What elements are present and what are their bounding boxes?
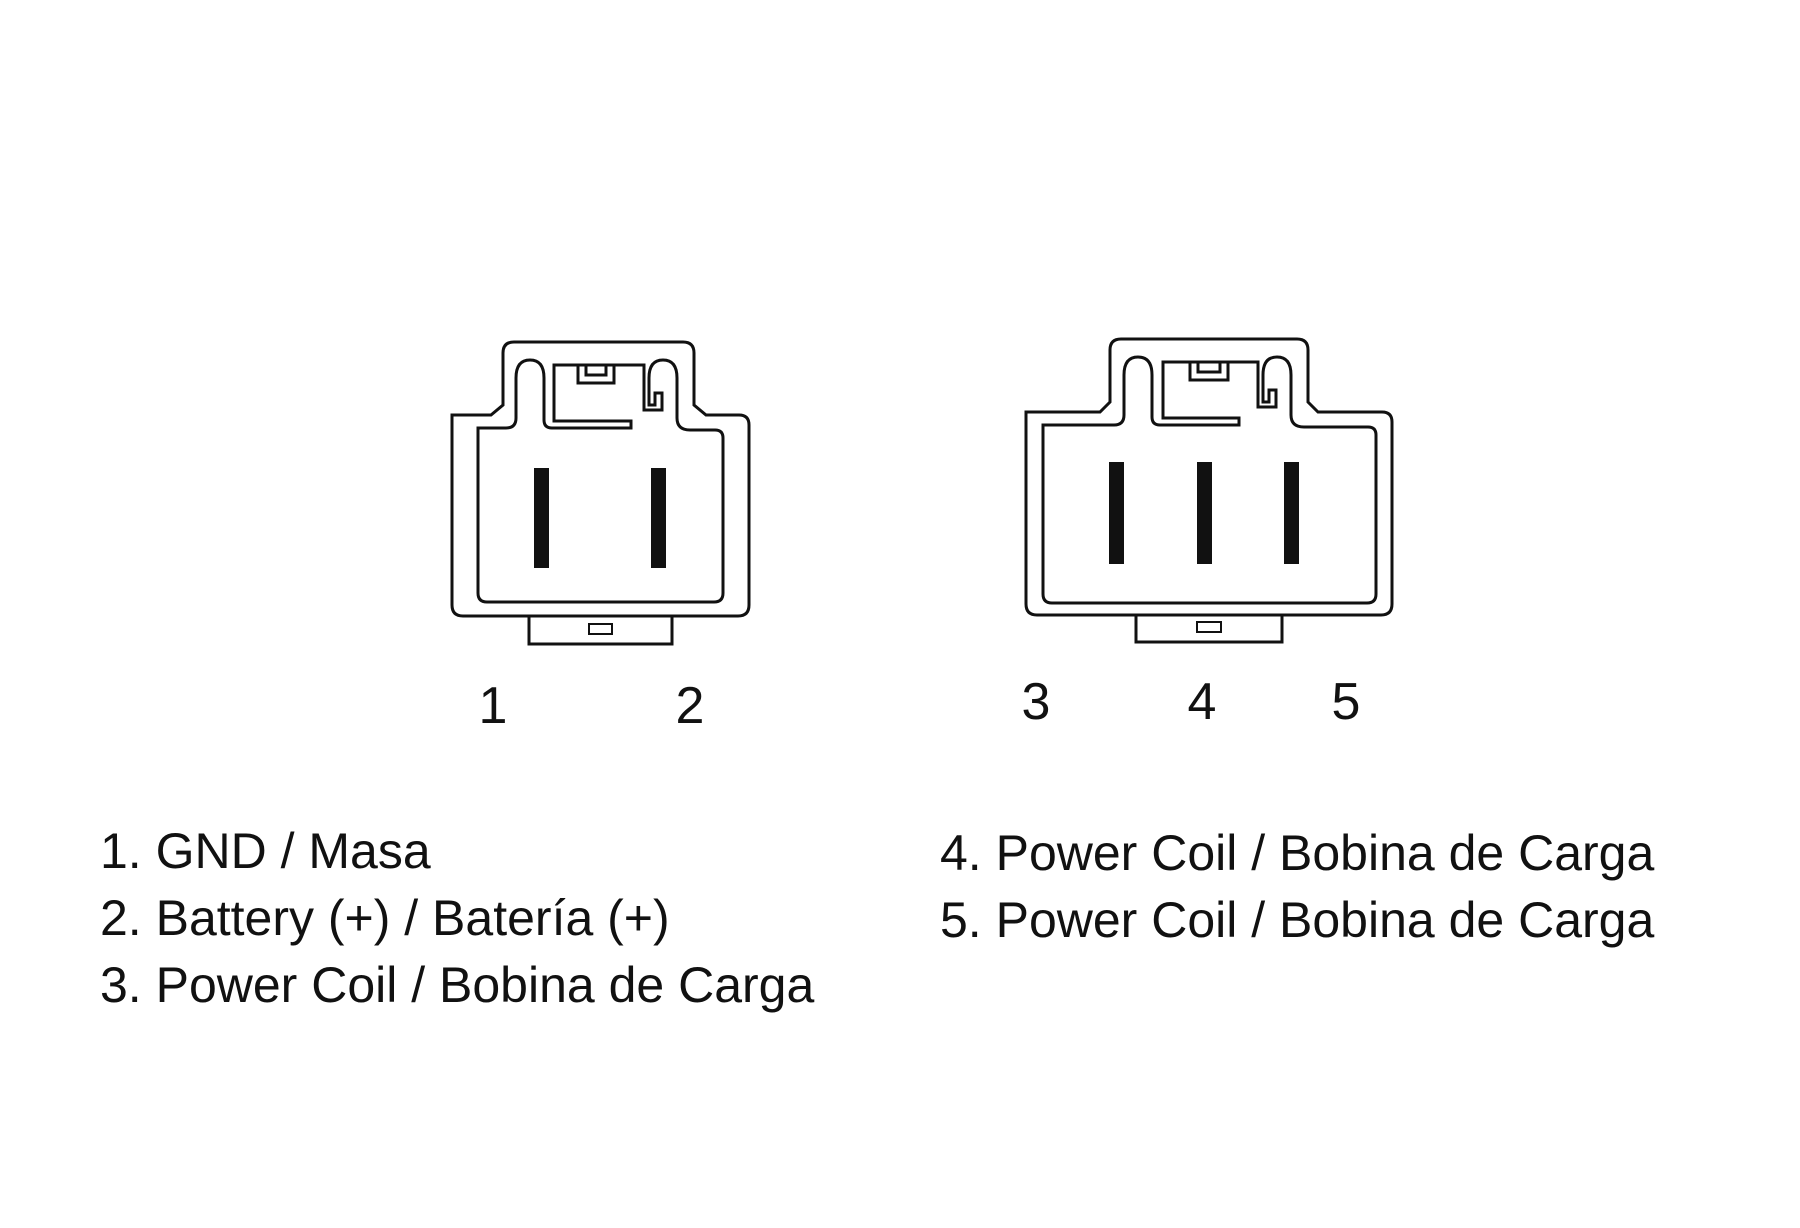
connector-3pin — [1024, 337, 1394, 644]
pin-2-terminal — [651, 468, 666, 568]
pin-label-2: 2 — [676, 677, 705, 735]
connector-2pin-tab — [527, 616, 674, 646]
pin-3-terminal — [1109, 462, 1124, 564]
connector-2pin-latch — [576, 365, 616, 385]
pin-4-terminal — [1197, 462, 1212, 564]
connector-3pin-inner — [1041, 355, 1378, 605]
legend-item-2: 2. Battery (+) / Batería (+) — [100, 890, 670, 946]
connector-3pin-outer — [1024, 337, 1394, 617]
legend-item-1: 1. GND / Masa — [100, 823, 431, 879]
legend-left: 1. GND / Masa 2. Battery (+) / Batería (… — [100, 818, 814, 1019]
connector-3pin-tab-notch — [1196, 621, 1222, 633]
pin-label-5: 5 — [1332, 673, 1361, 731]
pin-label-3: 3 — [1022, 673, 1051, 731]
legend-item-3: 3. Power Coil / Bobina de Carga — [100, 957, 815, 1013]
connector-3pin-latch — [1188, 362, 1230, 382]
connector-2pin-latch-inner — [584, 365, 608, 377]
pin-label-1: 1 — [479, 677, 508, 735]
legend-right: 4. Power Coil / Bobina de Carga 5. Power… — [940, 820, 1654, 954]
pin-1-terminal — [534, 468, 549, 568]
legend-item-5: 5. Power Coil / Bobina de Carga — [940, 892, 1655, 948]
connector-2pin — [450, 340, 751, 646]
connector-2pin-outer — [450, 340, 751, 618]
pin-label-4: 4 — [1188, 673, 1217, 731]
connector-3pin-tab — [1134, 615, 1284, 644]
pin-5-terminal — [1284, 462, 1299, 564]
legend-item-4: 4. Power Coil / Bobina de Carga — [940, 825, 1655, 881]
connector-2pin-tab-notch — [588, 623, 613, 635]
connector-3pin-latch-inner — [1196, 362, 1222, 374]
connector-2pin-inner — [476, 358, 725, 604]
